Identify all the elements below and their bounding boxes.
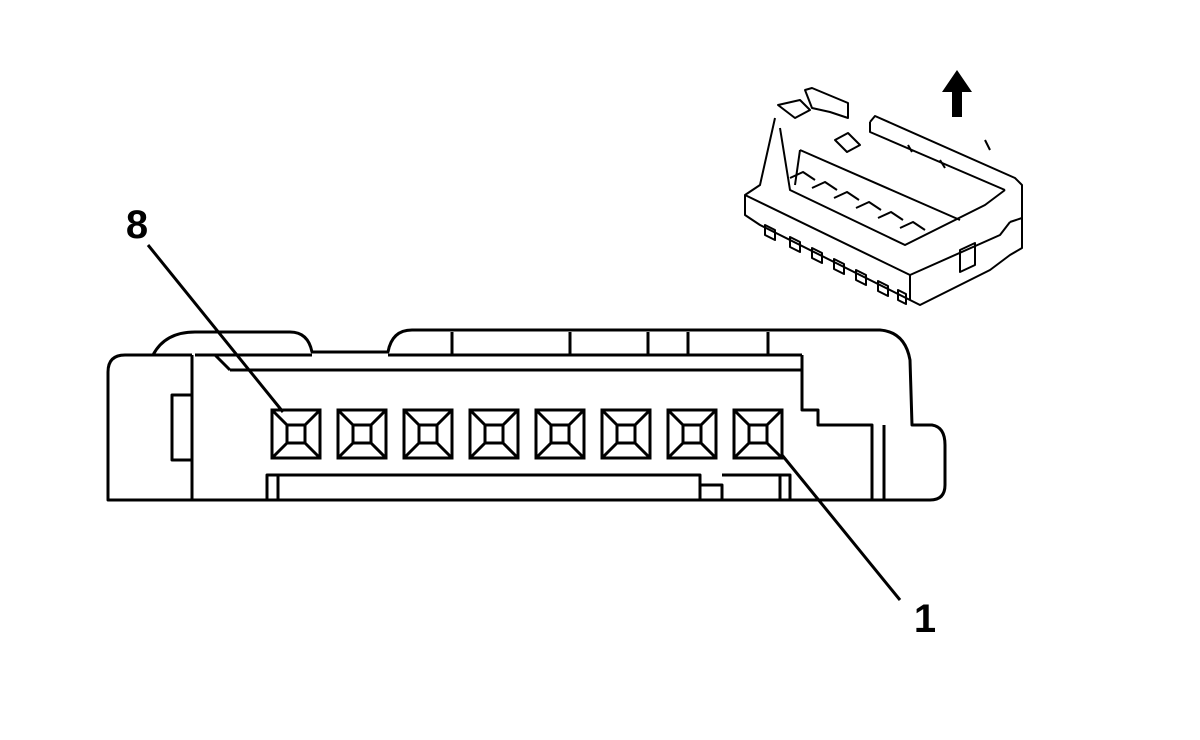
cavity-pin-3 <box>600 408 652 460</box>
leader-lines <box>146 244 902 601</box>
pin-label-8: 8 <box>126 203 148 247</box>
terminal-cavities <box>270 408 784 460</box>
cavity-pin-4 <box>534 408 586 460</box>
connector-isometric-view <box>744 87 1023 306</box>
cavity-pin-5 <box>468 408 520 460</box>
cavity-pin-1 <box>732 408 784 460</box>
leader-line-pin-8 <box>146 244 285 413</box>
up-arrow-icon <box>942 70 972 117</box>
connector-housing <box>106 328 947 502</box>
leader-line-pin-1 <box>780 454 902 601</box>
cavity-pin-7 <box>336 408 388 460</box>
cavity-pin-6 <box>402 408 454 460</box>
cavity-pin-8 <box>270 408 322 460</box>
cavity-pin-2 <box>666 408 718 460</box>
pin-label-1: 1 <box>914 597 936 641</box>
